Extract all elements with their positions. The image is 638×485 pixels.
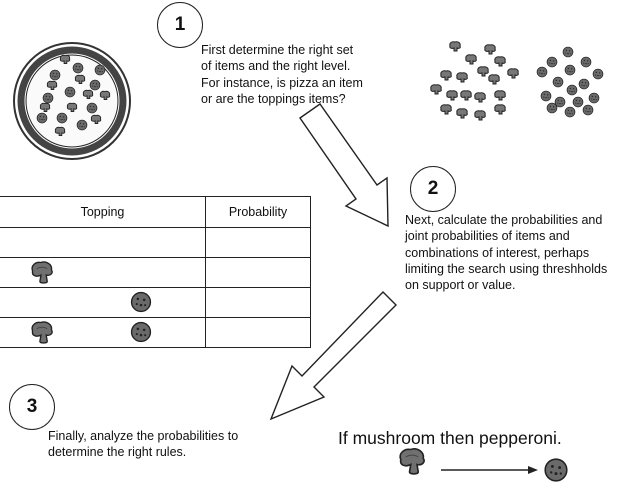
scatter-pepperoni-icon: [564, 106, 576, 118]
topping-icons: [31, 321, 152, 344]
scatter-pepperoni-icon: [572, 96, 584, 108]
step-2-line: joint probabilities of items and: [405, 229, 570, 244]
scatter-mushroom-icon: [474, 92, 486, 103]
scatter-pepperoni-icon: [592, 68, 604, 80]
step-3-line: determine the right rules.: [48, 445, 187, 460]
step-2-line: Next, calculate the probabilities and: [405, 213, 603, 227]
pizza-pepperoni-icon: [72, 62, 84, 74]
scatter-pepperoni-icon: [546, 102, 558, 114]
mushroom-cluster-icon: [430, 41, 519, 121]
pizza-pepperoni-icon: [89, 79, 101, 91]
scatter-mushroom-icon: [484, 44, 496, 55]
header-topping: Topping: [0, 196, 206, 228]
topping-cell: [0, 227, 206, 258]
scatter-mushroom-icon: [446, 90, 458, 101]
pizza-pepperoni-icon: [49, 69, 61, 81]
scatter-mushroom-icon: [494, 90, 506, 101]
pizza-icon: [13, 42, 131, 160]
step-1-line: or are the toppings items?: [201, 91, 346, 106]
scatter-pepperoni-icon: [588, 92, 600, 104]
scatter-mushroom-icon: [440, 104, 452, 115]
scatter-pepperoni-icon: [562, 46, 574, 58]
pizza-pepperoni-icon: [42, 92, 54, 104]
step-3-badge: 3: [9, 384, 55, 430]
step-2-line: on support or value.: [405, 278, 516, 293]
step-1-line: First determine the right set: [201, 43, 354, 57]
scatter-pepperoni-icon: [564, 64, 576, 76]
step-1-badge: 1: [157, 2, 203, 48]
topping-cell: [0, 287, 206, 318]
rule-text: If mushroom then pepperoni.: [338, 428, 562, 448]
pizza-pepperoni-icon: [94, 64, 106, 76]
scatter-mushroom-icon: [456, 72, 468, 83]
scatter-mushroom-icon: [440, 70, 452, 81]
step-2-text: Next, calculate the probabilities and jo…: [405, 212, 607, 293]
probability-cell: [205, 257, 311, 288]
pepperoni-icon: [130, 291, 152, 313]
mushroom-icon: [31, 261, 53, 284]
scatter-pepperoni-icon: [566, 84, 578, 96]
step-2-line: combinations of interest, perhaps: [405, 245, 590, 260]
pepperoni-cluster-icon: [536, 46, 604, 118]
scatter-mushroom-icon: [460, 90, 472, 101]
table-row: [0, 317, 311, 348]
step-3-text: Finally, analyze the probabilities to de…: [48, 428, 238, 461]
mushroom-icon: [399, 448, 425, 475]
step-1-text: First determine the right set of items a…: [201, 42, 363, 107]
table-row: [0, 227, 311, 258]
probability-cell: [205, 227, 311, 258]
scatter-mushroom-icon: [456, 108, 468, 119]
step-3-line: Finally, analyze the probabilities to: [48, 429, 239, 443]
pizza-pepperoni-icon: [86, 102, 98, 114]
probability-table: Topping Probability: [0, 196, 311, 348]
scatter-pepperoni-icon: [540, 90, 552, 102]
header-probability: Probability: [205, 196, 311, 228]
scatter-pepperoni-icon: [546, 56, 558, 68]
topping-icons: [0, 228, 205, 257]
rule-arrow-icon: [441, 466, 538, 474]
mushroom-icon: [31, 321, 53, 344]
table-row: [0, 287, 311, 318]
topping-icons: [130, 291, 152, 313]
scatter-mushroom-icon: [477, 66, 489, 77]
scatter-pepperoni-icon: [578, 78, 590, 90]
probability-cell: [205, 317, 311, 348]
arrow-step1-to-step2-icon: [299, 103, 389, 228]
pepperoni-icon: [544, 458, 568, 482]
scatter-pepperoni-icon: [552, 76, 564, 88]
scatter-pepperoni-icon: [582, 104, 594, 116]
step-2-badge: 2: [410, 166, 456, 212]
pizza-pepperoni-icon: [56, 112, 68, 124]
pizza-pepperoni-icon: [76, 119, 88, 131]
scatter-mushroom-icon: [507, 68, 519, 79]
topping-cell: [0, 317, 206, 348]
scatter-mushroom-icon: [494, 104, 506, 115]
scatter-pepperoni-icon: [580, 56, 592, 68]
pepperoni-icon: [130, 321, 152, 343]
table-header-row: Topping Probability: [0, 196, 311, 228]
scatter-mushroom-icon: [465, 54, 477, 65]
arrow-step2-to-step3-icon: [269, 291, 397, 421]
scatter-mushroom-icon: [488, 74, 500, 85]
step-1-line: For instance, is pizza an item: [201, 75, 363, 90]
table-row: [0, 257, 311, 288]
scatter-mushroom-icon: [430, 84, 442, 95]
scatter-mushroom-icon: [449, 41, 461, 52]
probability-cell: [205, 287, 311, 318]
pizza-pepperoni-icon: [64, 86, 76, 98]
pizza-pepperoni-icon: [36, 112, 48, 124]
step-2-line: limiting the search using threshholds: [405, 261, 608, 276]
topping-cell: [0, 257, 206, 288]
scatter-pepperoni-icon: [536, 66, 548, 78]
scatter-mushroom-icon: [494, 56, 506, 67]
step-1-line: of items and the right level.: [201, 59, 351, 74]
scatter-mushroom-icon: [474, 110, 486, 121]
topping-icons: [31, 261, 53, 284]
